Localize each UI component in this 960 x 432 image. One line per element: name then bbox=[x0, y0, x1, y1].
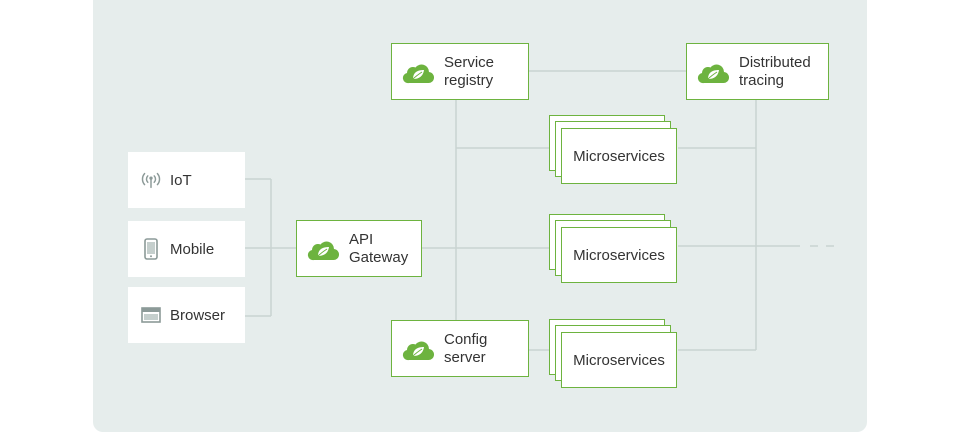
antenna-icon bbox=[140, 169, 162, 191]
distributed-tracing-node: Distributed tracing bbox=[686, 43, 829, 100]
microservices-card: Microservices bbox=[561, 128, 677, 184]
client-label: Mobile bbox=[170, 240, 215, 258]
node-label-line1: Service bbox=[444, 53, 495, 71]
node-label-line2: tracing bbox=[739, 71, 785, 89]
client-label: IoT bbox=[170, 171, 192, 189]
node-label-line2: registry bbox=[444, 71, 494, 89]
microservices-label: Microservices bbox=[573, 351, 665, 369]
client-browser: Browser bbox=[128, 287, 245, 343]
spring-leaf-cloud-icon bbox=[402, 64, 434, 83]
microservices-stack: Microservices bbox=[549, 319, 677, 389]
client-label: Browser bbox=[170, 306, 226, 324]
browser-window-icon bbox=[140, 304, 162, 326]
client-iot: IoT bbox=[128, 152, 245, 208]
spring-leaf-cloud-icon bbox=[697, 64, 729, 83]
microservices-stack: Microservices bbox=[549, 115, 677, 185]
microservices-label: Microservices bbox=[573, 147, 665, 165]
spring-leaf-cloud-icon bbox=[307, 241, 339, 260]
spring-leaf-cloud-icon bbox=[402, 341, 434, 360]
microservices-stack: Microservices bbox=[549, 214, 677, 284]
node-label-line1: Distributed bbox=[739, 53, 811, 71]
microservices-label: Microservices bbox=[573, 246, 665, 264]
node-label-line2: server bbox=[444, 348, 486, 366]
config-server-node: Config server bbox=[391, 320, 529, 377]
node-label-line2: Gateway bbox=[349, 248, 409, 266]
node-label-line1: Config bbox=[444, 330, 488, 348]
microservices-card: Microservices bbox=[561, 227, 677, 283]
mobile-phone-icon bbox=[140, 238, 162, 260]
node-label-line1: API bbox=[349, 230, 374, 248]
microservices-card: Microservices bbox=[561, 332, 677, 388]
client-mobile: Mobile bbox=[128, 221, 245, 277]
service-registry-node: Service registry bbox=[391, 43, 529, 100]
api-gateway-node: API Gateway bbox=[296, 220, 422, 277]
